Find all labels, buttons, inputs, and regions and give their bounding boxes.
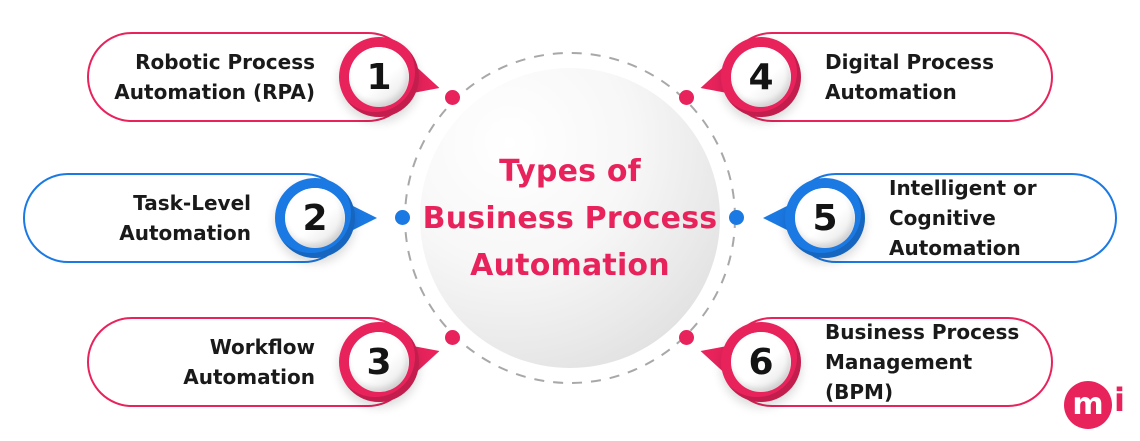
item-label: Workflow Automation [183,335,315,389]
connector-dot-6 [679,330,694,345]
item-card-intelligent-cognitive: Intelligent or Cognitive Automation 5 [763,173,1117,263]
center-sphere: Types of Business Process Automation [420,68,720,368]
item-label: Robotic Process Automation (RPA) [114,50,315,104]
connector-dot-2 [395,210,410,225]
diagram-title: Types of Business Process Automation [422,153,718,283]
connector-dot-3 [445,330,460,345]
item-number: 6 [748,341,774,383]
item-badge-3: 3 [339,322,419,402]
badge-number-circle: 4 [731,47,791,107]
item-label: Task-Level Automation [119,191,251,245]
item-number: 5 [812,197,838,239]
item-card-rpa: Robotic Process Automation (RPA) 1 [87,32,413,122]
brand-logo-letter: m [1072,387,1104,422]
badge-number-circle: 2 [285,188,345,248]
item-label: Business Process Management (BPM) [825,320,1020,404]
item-number: 4 [748,56,774,98]
brand-logo-suffix: i [1114,381,1125,419]
badge-number-circle: 6 [731,332,791,392]
item-number: 2 [302,197,328,239]
brand-logo-mark-icon: m [1064,381,1112,429]
item-badge-5: 5 [763,178,865,258]
item-card-workflow: Workflow Automation 3 [87,317,413,407]
item-label: Digital Process Automation [825,50,994,104]
item-number: 1 [366,56,392,98]
item-badge-1: 1 [339,37,419,117]
item-badge-6: 6 [721,322,801,402]
badge-number-circle: 5 [795,188,855,248]
item-label: Intelligent or Cognitive Automation [889,176,1037,260]
item-card-task-level: Task-Level Automation 2 [23,173,377,263]
connector-dot-5 [729,210,744,225]
item-number: 3 [366,341,392,383]
item-badge-4: 4 [721,37,801,117]
item-card-digital-process: Digital Process Automation 4 [727,32,1053,122]
badge-number-circle: 3 [349,332,409,392]
brand-logo: m i [1064,381,1125,429]
badge-number-circle: 1 [349,47,409,107]
item-card-bpm: Business Process Management (BPM) 6 [727,317,1053,407]
connector-dot-4 [679,90,694,105]
connector-dot-1 [445,90,460,105]
item-badge-2: 2 [275,178,377,258]
